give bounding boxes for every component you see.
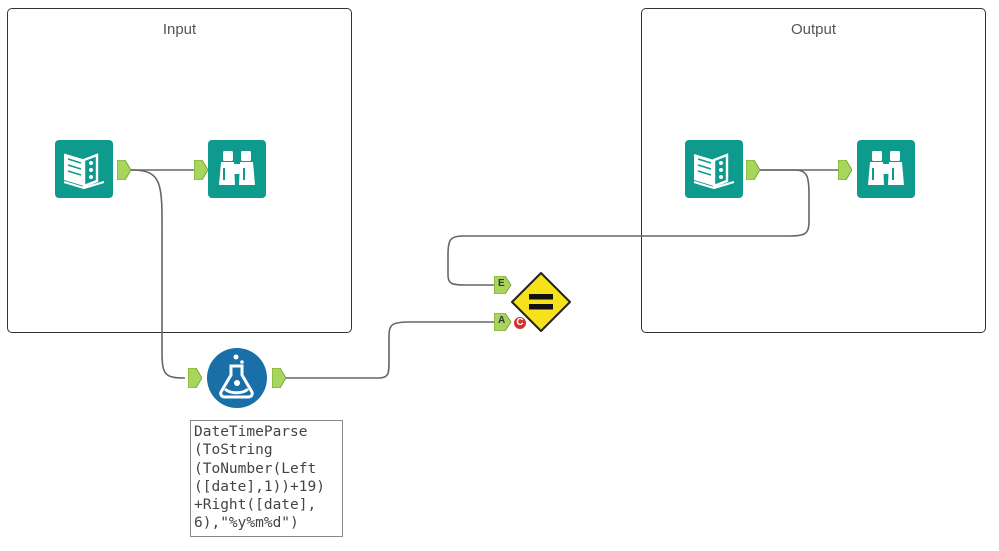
test-actual-anchor[interactable]: A bbox=[493, 312, 512, 336]
test-equal-icon bbox=[511, 272, 571, 332]
test-tool[interactable] bbox=[510, 271, 572, 333]
error-badge[interactable]: C bbox=[513, 316, 527, 330]
formula-input-anchor[interactable] bbox=[187, 367, 203, 393]
formula-tool[interactable] bbox=[207, 348, 267, 408]
wire-input-to-formula[interactable] bbox=[130, 169, 186, 379]
input-container-title: Input bbox=[162, 21, 197, 38]
output-browse-input-anchor[interactable] bbox=[837, 159, 853, 185]
input-data-icon bbox=[55, 140, 113, 198]
output-browse-tool[interactable] bbox=[857, 140, 915, 198]
wire-formula-to-test-actual[interactable] bbox=[284, 321, 494, 379]
input-data-icon bbox=[685, 140, 743, 198]
error-badge-letter: C bbox=[516, 317, 524, 328]
input-data-tool[interactable] bbox=[55, 140, 113, 198]
output-input-data-tool[interactable] bbox=[685, 140, 743, 198]
formula-output-anchor[interactable] bbox=[271, 367, 287, 393]
wire-output-input-to-test-expected[interactable] bbox=[447, 169, 810, 286]
browse-binoculars-icon bbox=[857, 140, 915, 198]
expected-anchor-label: E bbox=[498, 278, 505, 289]
output-input-data-output-anchor[interactable] bbox=[745, 159, 761, 185]
test-expected-anchor[interactable]: E bbox=[493, 275, 512, 299]
browse-binoculars-icon bbox=[208, 140, 266, 198]
browse-tool[interactable] bbox=[208, 140, 266, 198]
input-data-output-anchor[interactable] bbox=[116, 159, 132, 185]
output-container-title: Output bbox=[790, 21, 837, 38]
browse-input-anchor[interactable] bbox=[193, 159, 209, 185]
formula-annotation: DateTimeParse (ToString (ToNumber(Left (… bbox=[190, 420, 343, 537]
formula-flask-icon bbox=[207, 348, 267, 408]
actual-anchor-label: A bbox=[498, 315, 506, 326]
